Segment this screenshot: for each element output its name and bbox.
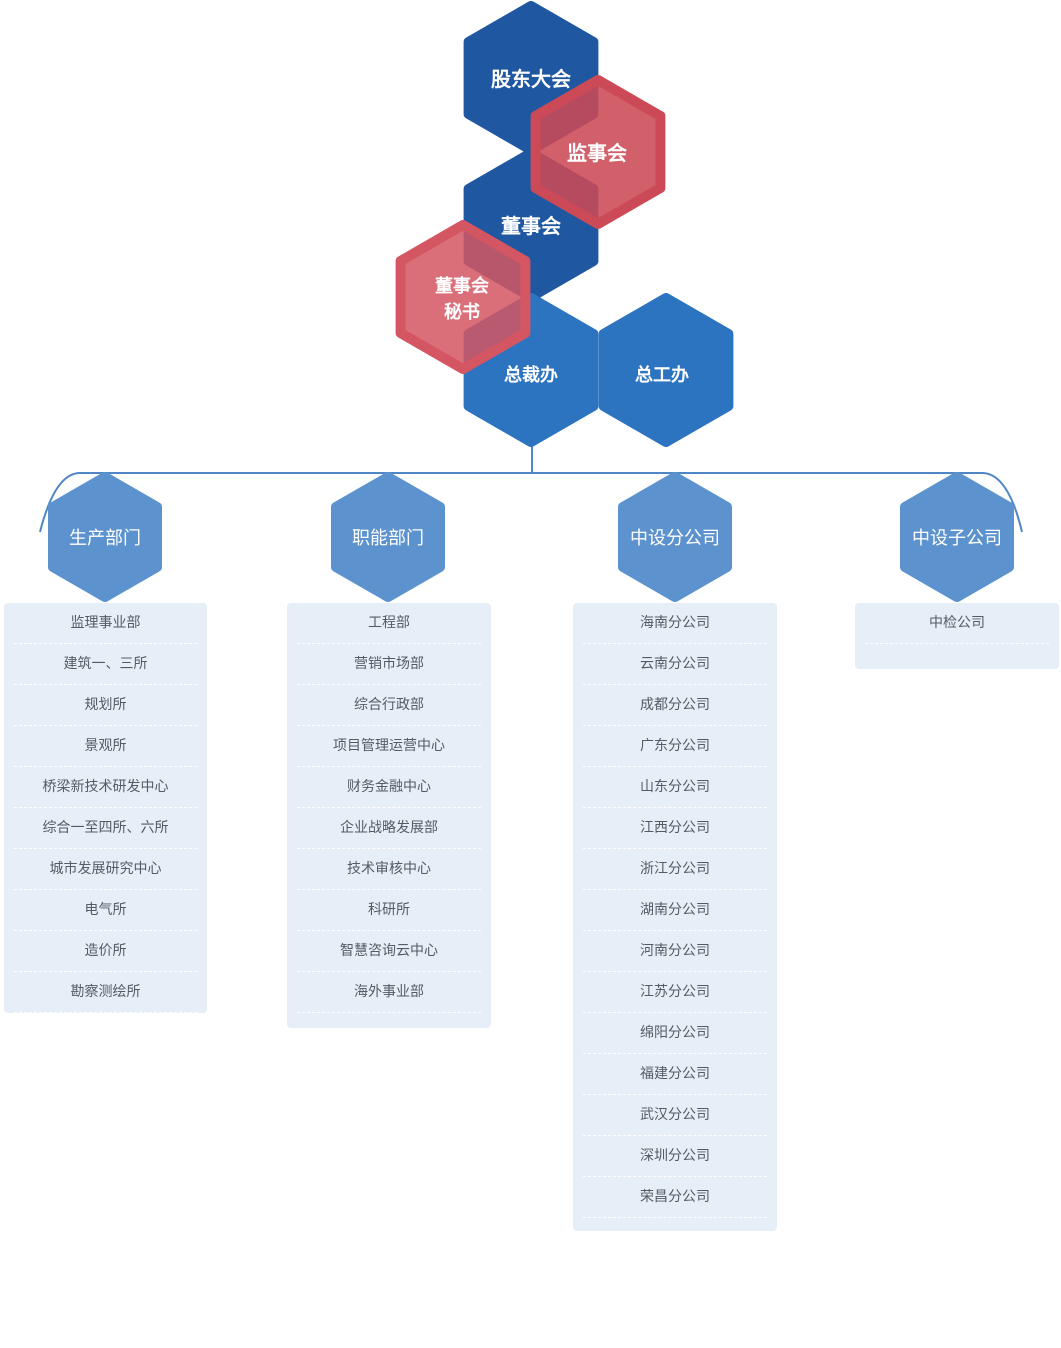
- list-item[interactable]: 海南分公司: [583, 603, 767, 644]
- president-office-label: 总裁办: [504, 364, 558, 386]
- list-item[interactable]: 江苏分公司: [583, 972, 767, 1013]
- list-item[interactable]: 湖南分公司: [583, 890, 767, 931]
- category-node-branches[interactable]: 中设分公司: [618, 472, 732, 602]
- list-item[interactable]: 广东分公司: [583, 726, 767, 767]
- list-item[interactable]: 技术审核中心: [297, 849, 481, 890]
- list-item[interactable]: 财务金融中心: [297, 767, 481, 808]
- list-item[interactable]: 规划所: [14, 685, 197, 726]
- board-secretary-label-line2: 秘书: [444, 301, 480, 323]
- panel-production: 监理事业部 建筑一、三所 规划所 景观所 桥梁新技术研发中心 综合一至四所、六所…: [4, 603, 207, 1013]
- list-item[interactable]: 综合行政部: [297, 685, 481, 726]
- list-item[interactable]: 项目管理运营中心: [297, 726, 481, 767]
- panel-functional: 工程部 营销市场部 综合行政部 项目管理运营中心 财务金融中心 企业战略发展部 …: [287, 603, 491, 1028]
- category-label: 职能部门: [352, 528, 424, 549]
- list-item[interactable]: 荣昌分公司: [583, 1177, 767, 1218]
- category-node-functional[interactable]: 职能部门: [331, 472, 445, 602]
- supervisory-board-label: 监事会: [567, 141, 627, 165]
- list-item[interactable]: 武汉分公司: [583, 1095, 767, 1136]
- list-item[interactable]: 海外事业部: [297, 972, 481, 1013]
- supervisory-board-node[interactable]: 监事会: [530, 75, 666, 229]
- list-item[interactable]: 电气所: [14, 890, 197, 931]
- list-item[interactable]: 建筑一、三所: [14, 644, 197, 685]
- list-item[interactable]: 景观所: [14, 726, 197, 767]
- chief-engineer-office-node[interactable]: 总工办: [598, 293, 734, 447]
- list-item[interactable]: 福建分公司: [583, 1054, 767, 1095]
- chief-engineer-office-label: 总工办: [635, 364, 689, 386]
- list-item[interactable]: 城市发展研究中心: [14, 849, 197, 890]
- list-item[interactable]: 桥梁新技术研发中心: [14, 767, 197, 808]
- board-secretary-node[interactable]: 董事会 秘书: [395, 220, 531, 374]
- connector-lines: [39, 440, 1023, 533]
- list-item[interactable]: 云南分公司: [583, 644, 767, 685]
- category-label: 中设分公司: [630, 528, 720, 549]
- category-label: 中设子公司: [912, 528, 1002, 549]
- list-item[interactable]: 科研所: [297, 890, 481, 931]
- board-secretary-label-line1: 董事会: [435, 275, 489, 297]
- panel-branches: 海南分公司 云南分公司 成都分公司 广东分公司 山东分公司 江西分公司 浙江分公…: [573, 603, 777, 1231]
- category-node-production[interactable]: 生产部门: [48, 472, 162, 602]
- list-item[interactable]: 中检公司: [865, 603, 1049, 644]
- list-item[interactable]: 浙江分公司: [583, 849, 767, 890]
- list-item[interactable]: 智慧咨询云中心: [297, 931, 481, 972]
- list-item[interactable]: 工程部: [297, 603, 481, 644]
- category-label: 生产部门: [69, 528, 141, 549]
- list-item[interactable]: 勘察测绘所: [14, 972, 197, 1013]
- list-item[interactable]: 河南分公司: [583, 931, 767, 972]
- list-item[interactable]: 江西分公司: [583, 808, 767, 849]
- category-node-subsidiaries[interactable]: 中设子公司: [900, 472, 1014, 602]
- shareholders-label: 股东大会: [491, 67, 571, 91]
- list-item[interactable]: 成都分公司: [583, 685, 767, 726]
- list-item[interactable]: 综合一至四所、六所: [14, 808, 197, 849]
- list-item[interactable]: 深圳分公司: [583, 1136, 767, 1177]
- list-item[interactable]: 企业战略发展部: [297, 808, 481, 849]
- list-item[interactable]: 营销市场部: [297, 644, 481, 685]
- branch-bracket: [39, 472, 1023, 533]
- panel-subsidiaries: 中检公司: [855, 603, 1059, 669]
- board-label: 董事会: [501, 214, 561, 238]
- list-item[interactable]: 山东分公司: [583, 767, 767, 808]
- list-item[interactable]: 绵阳分公司: [583, 1013, 767, 1054]
- list-item[interactable]: 监理事业部: [14, 603, 197, 644]
- list-item[interactable]: 造价所: [14, 931, 197, 972]
